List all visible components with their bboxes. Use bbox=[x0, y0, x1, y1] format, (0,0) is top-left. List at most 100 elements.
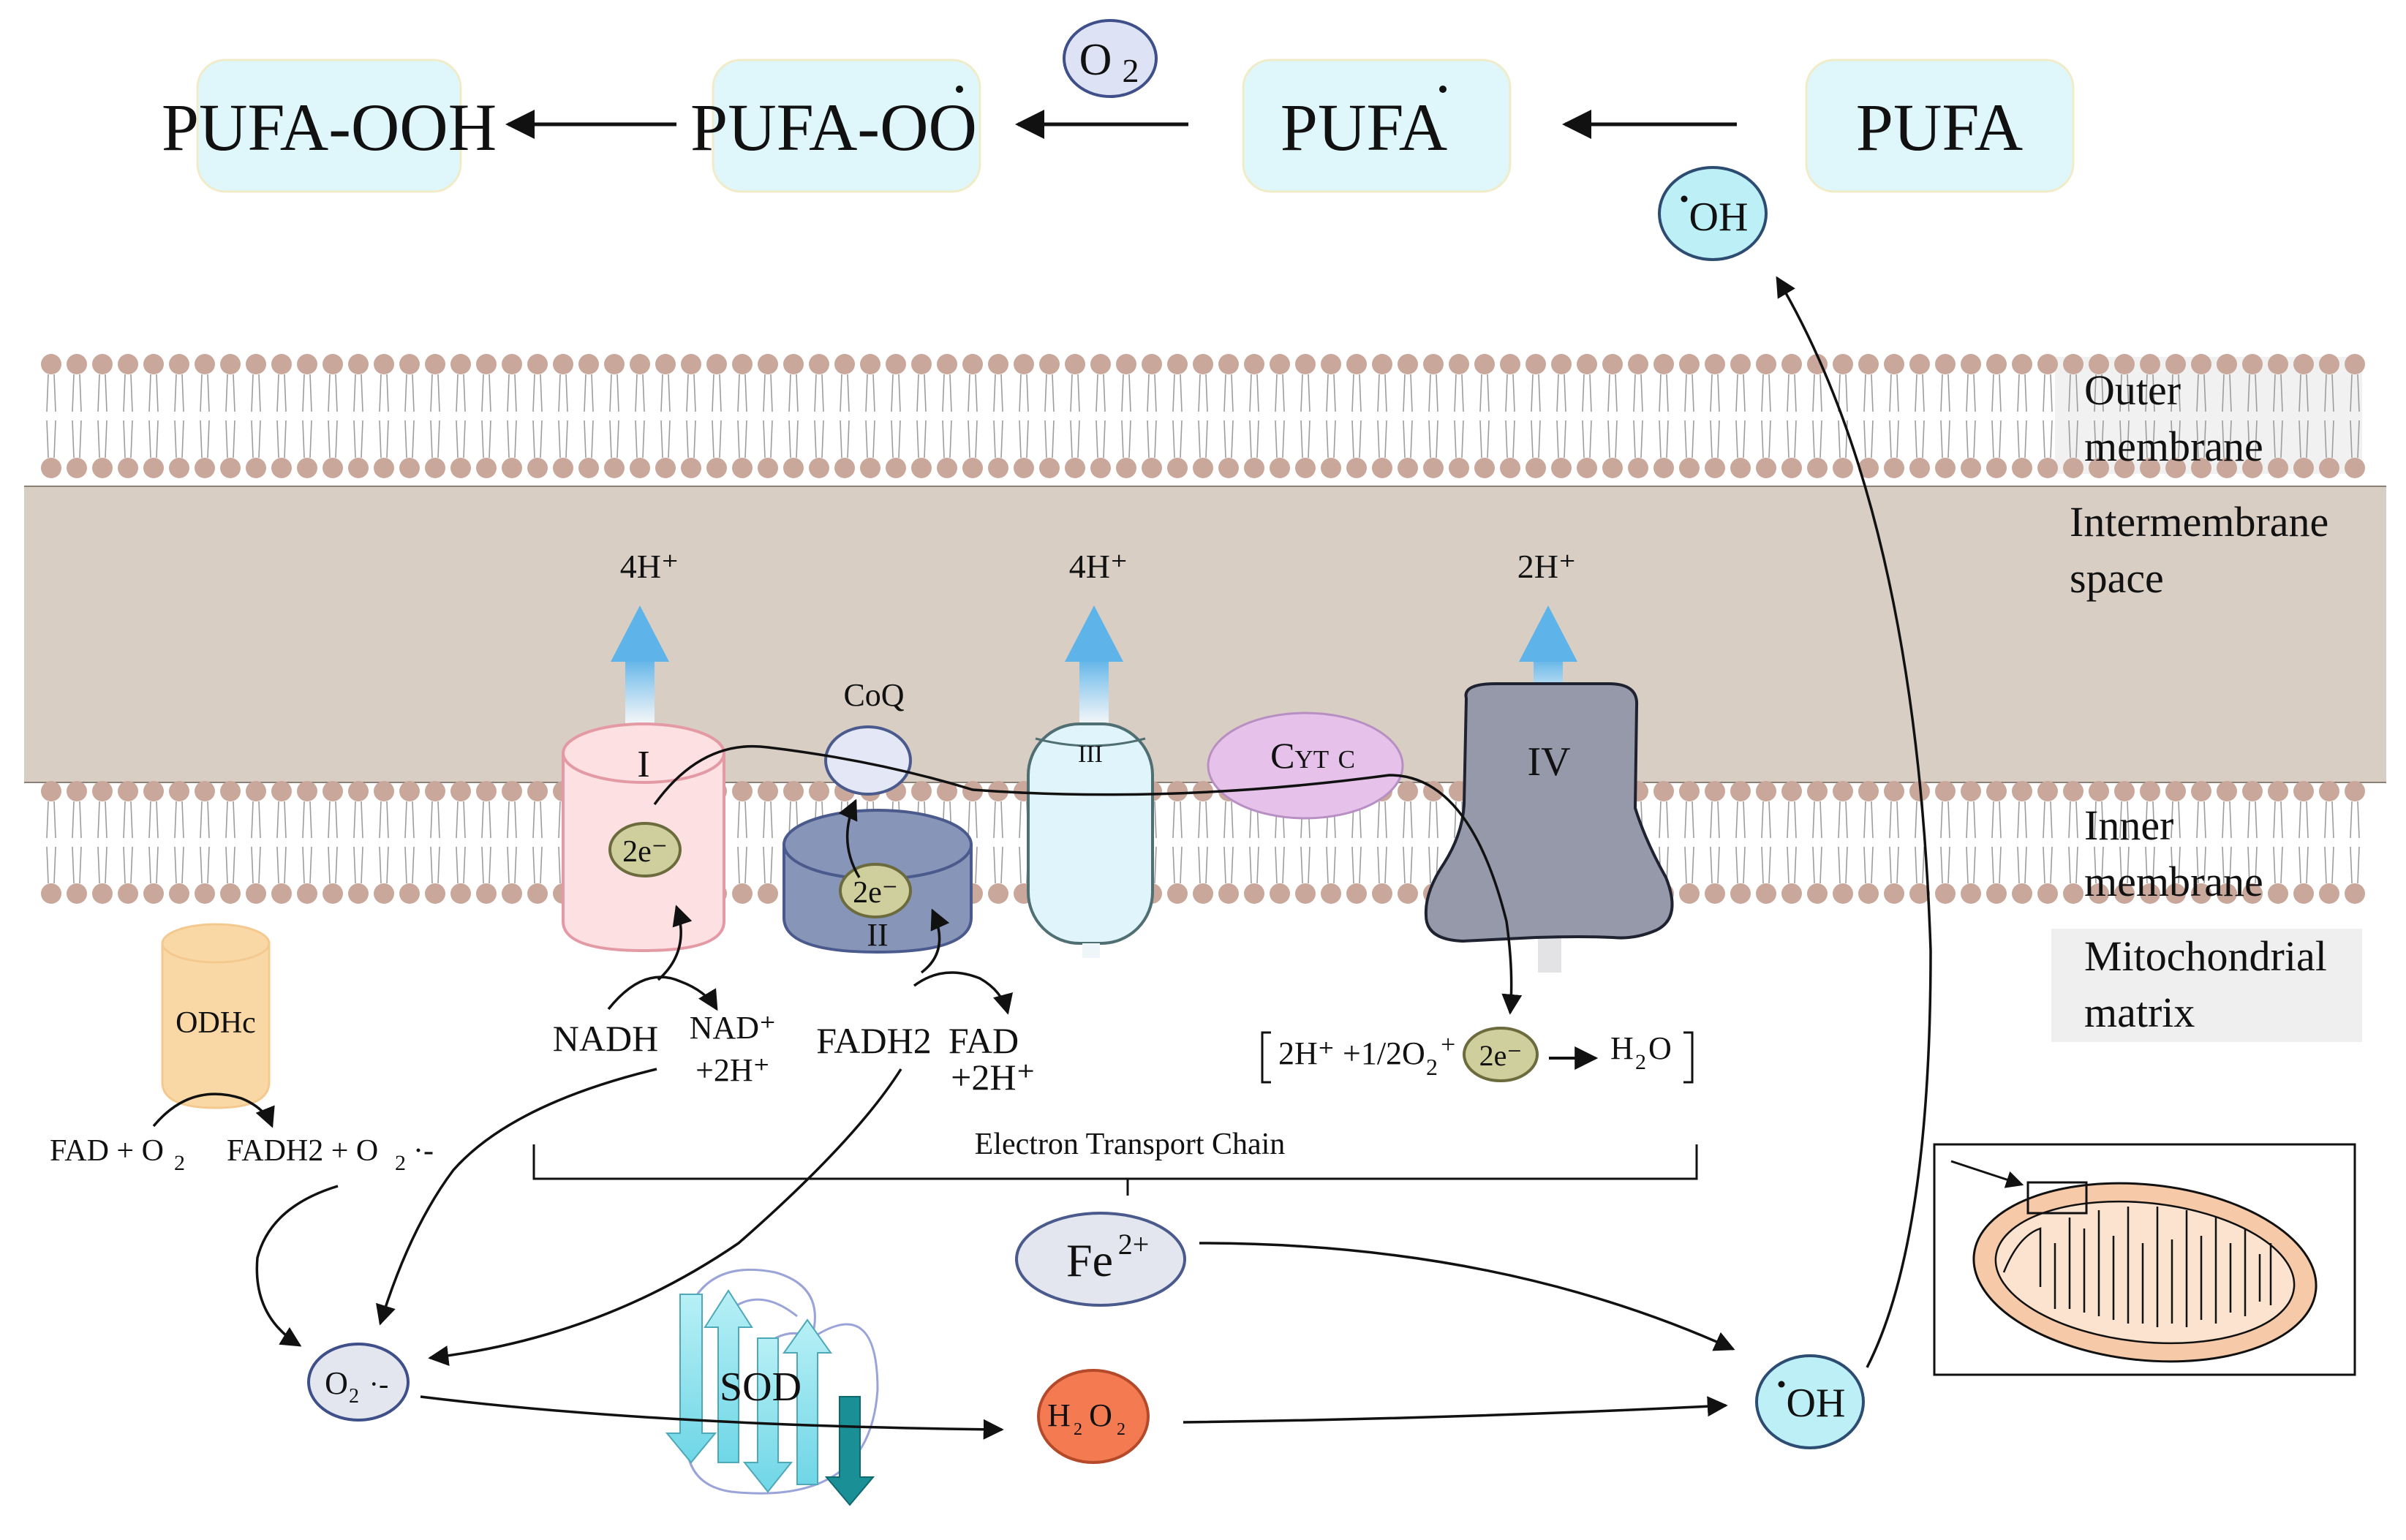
lipid-head bbox=[1858, 458, 1879, 478]
lipid-tails bbox=[507, 374, 517, 458]
lipid-head bbox=[450, 781, 471, 801]
lipid-tails bbox=[2171, 801, 2181, 884]
lipid-head bbox=[1986, 458, 2007, 478]
lipid-head bbox=[1679, 883, 1700, 904]
lipid-head bbox=[1961, 354, 1981, 374]
lipid-head bbox=[1270, 883, 1290, 904]
lipid-head bbox=[655, 458, 676, 478]
lipid-head bbox=[476, 883, 497, 904]
lipid-tails bbox=[1556, 374, 1566, 458]
lipid-tails bbox=[404, 374, 415, 458]
lipid-head bbox=[2345, 883, 2365, 904]
lipid-head bbox=[143, 781, 164, 801]
iv-water-o: O bbox=[1648, 1030, 1672, 1066]
lipid-head bbox=[195, 781, 215, 801]
lipid-tails bbox=[993, 374, 1003, 458]
lipid-head bbox=[1142, 354, 1162, 374]
lipid-head bbox=[1884, 458, 1904, 478]
lipid-head bbox=[399, 458, 420, 478]
lipid-head bbox=[399, 354, 420, 374]
lipid-head bbox=[67, 883, 87, 904]
lipid-head bbox=[1346, 883, 1367, 904]
lipid-tails bbox=[2298, 801, 2309, 884]
lipid-head bbox=[1244, 458, 1264, 478]
lipid-tails bbox=[865, 374, 875, 458]
lipid-head bbox=[1270, 354, 1290, 374]
lipid-tails bbox=[2017, 801, 2027, 884]
lipid-head bbox=[118, 781, 138, 801]
cytochrome-c: Cyt c bbox=[1207, 712, 1404, 820]
lipid-head bbox=[502, 458, 522, 478]
lipid-tails bbox=[2298, 374, 2309, 458]
lipid-tails bbox=[2119, 801, 2130, 884]
iv-oxygen-subscript: 2 bbox=[1426, 1054, 1438, 1080]
fad-oxygen-label: FAD + O bbox=[50, 1134, 164, 1168]
lipid-head bbox=[1321, 883, 1341, 904]
lipid-tails bbox=[251, 801, 261, 884]
lipid-tails bbox=[2145, 801, 2155, 884]
lipid-head bbox=[2268, 883, 2288, 904]
fadh2-superoxide-radical: ·- bbox=[413, 1134, 434, 1168]
lipid-head bbox=[2293, 883, 2314, 904]
lipid-tails bbox=[353, 374, 363, 458]
lipid-tails bbox=[456, 374, 466, 458]
lipid-head bbox=[1884, 883, 1904, 904]
outer-membrane-label-2: membrane bbox=[2084, 423, 2263, 470]
lipid-tails bbox=[2247, 374, 2258, 458]
lipid-tails bbox=[814, 374, 824, 458]
lipid-head bbox=[834, 354, 855, 374]
lipid-head bbox=[143, 883, 164, 904]
lipid-head bbox=[2165, 883, 2186, 904]
lipid-tails bbox=[968, 801, 978, 884]
lipid-tails bbox=[1403, 374, 1413, 458]
lipid-head bbox=[706, 458, 727, 478]
lipid-head bbox=[2063, 458, 2083, 478]
lipid-head bbox=[1781, 354, 1802, 374]
lipid-head bbox=[2319, 354, 2339, 374]
iv-reactants-label: 2H⁺ +1/2O bbox=[1278, 1035, 1425, 1071]
lipid-head bbox=[937, 458, 957, 478]
fad-protons-label: +2H⁺ bbox=[951, 1057, 1036, 1098]
lipid-head bbox=[1986, 354, 2007, 374]
iv-bracket-left bbox=[1261, 1031, 1271, 1084]
nad-plus-label: NAD⁺ bbox=[690, 1010, 777, 1046]
lipid-head bbox=[988, 354, 1008, 374]
lipid-tails bbox=[1198, 374, 1208, 458]
proton-arrow-complex-iii bbox=[1065, 605, 1123, 728]
odhc-reaction-arrow bbox=[152, 1092, 275, 1128]
lipid-tails bbox=[1761, 801, 1771, 884]
lipid-head bbox=[1858, 781, 1879, 801]
lipid-head bbox=[1653, 781, 1674, 801]
iron-to-hydroxyl-arrow bbox=[1199, 1242, 1735, 1351]
lipid-tails bbox=[1351, 374, 1362, 458]
lipid-tails bbox=[456, 801, 466, 884]
superoxide-to-h2o2-arrow bbox=[420, 1395, 1004, 1440]
lipid-head bbox=[1705, 781, 1725, 801]
lipid-head bbox=[809, 354, 829, 374]
lipid-tails bbox=[1966, 801, 1976, 884]
region-label-panel-matrix bbox=[2051, 929, 2362, 1042]
lipid-head bbox=[860, 354, 880, 374]
lipid-head bbox=[450, 883, 471, 904]
lipid-tails bbox=[1940, 374, 1950, 458]
cytc-label: Cyt c bbox=[1270, 735, 1355, 776]
lipid-tails bbox=[72, 801, 82, 884]
lipid-tails bbox=[1121, 374, 1131, 458]
lipid-head bbox=[1398, 458, 1418, 478]
lipid-head bbox=[195, 354, 215, 374]
lipid-head bbox=[374, 458, 394, 478]
lipid-tails bbox=[2043, 374, 2053, 458]
lipid-head bbox=[41, 354, 61, 374]
lipid-head bbox=[502, 354, 522, 374]
lipid-head bbox=[578, 354, 599, 374]
lipid-tails bbox=[532, 801, 543, 884]
lipid-head bbox=[2114, 458, 2135, 478]
lipid-head bbox=[1449, 354, 1469, 374]
nadh-oxidation-arrow bbox=[607, 975, 718, 1011]
lipid-head bbox=[1295, 883, 1316, 904]
lipid-head bbox=[1961, 458, 1981, 478]
lipid-head bbox=[271, 781, 292, 801]
protons-complex-i: 4H⁺ bbox=[620, 548, 679, 585]
hydroxyl-radical-top bbox=[1658, 166, 1768, 261]
pufa-radical-box bbox=[1242, 58, 1512, 193]
